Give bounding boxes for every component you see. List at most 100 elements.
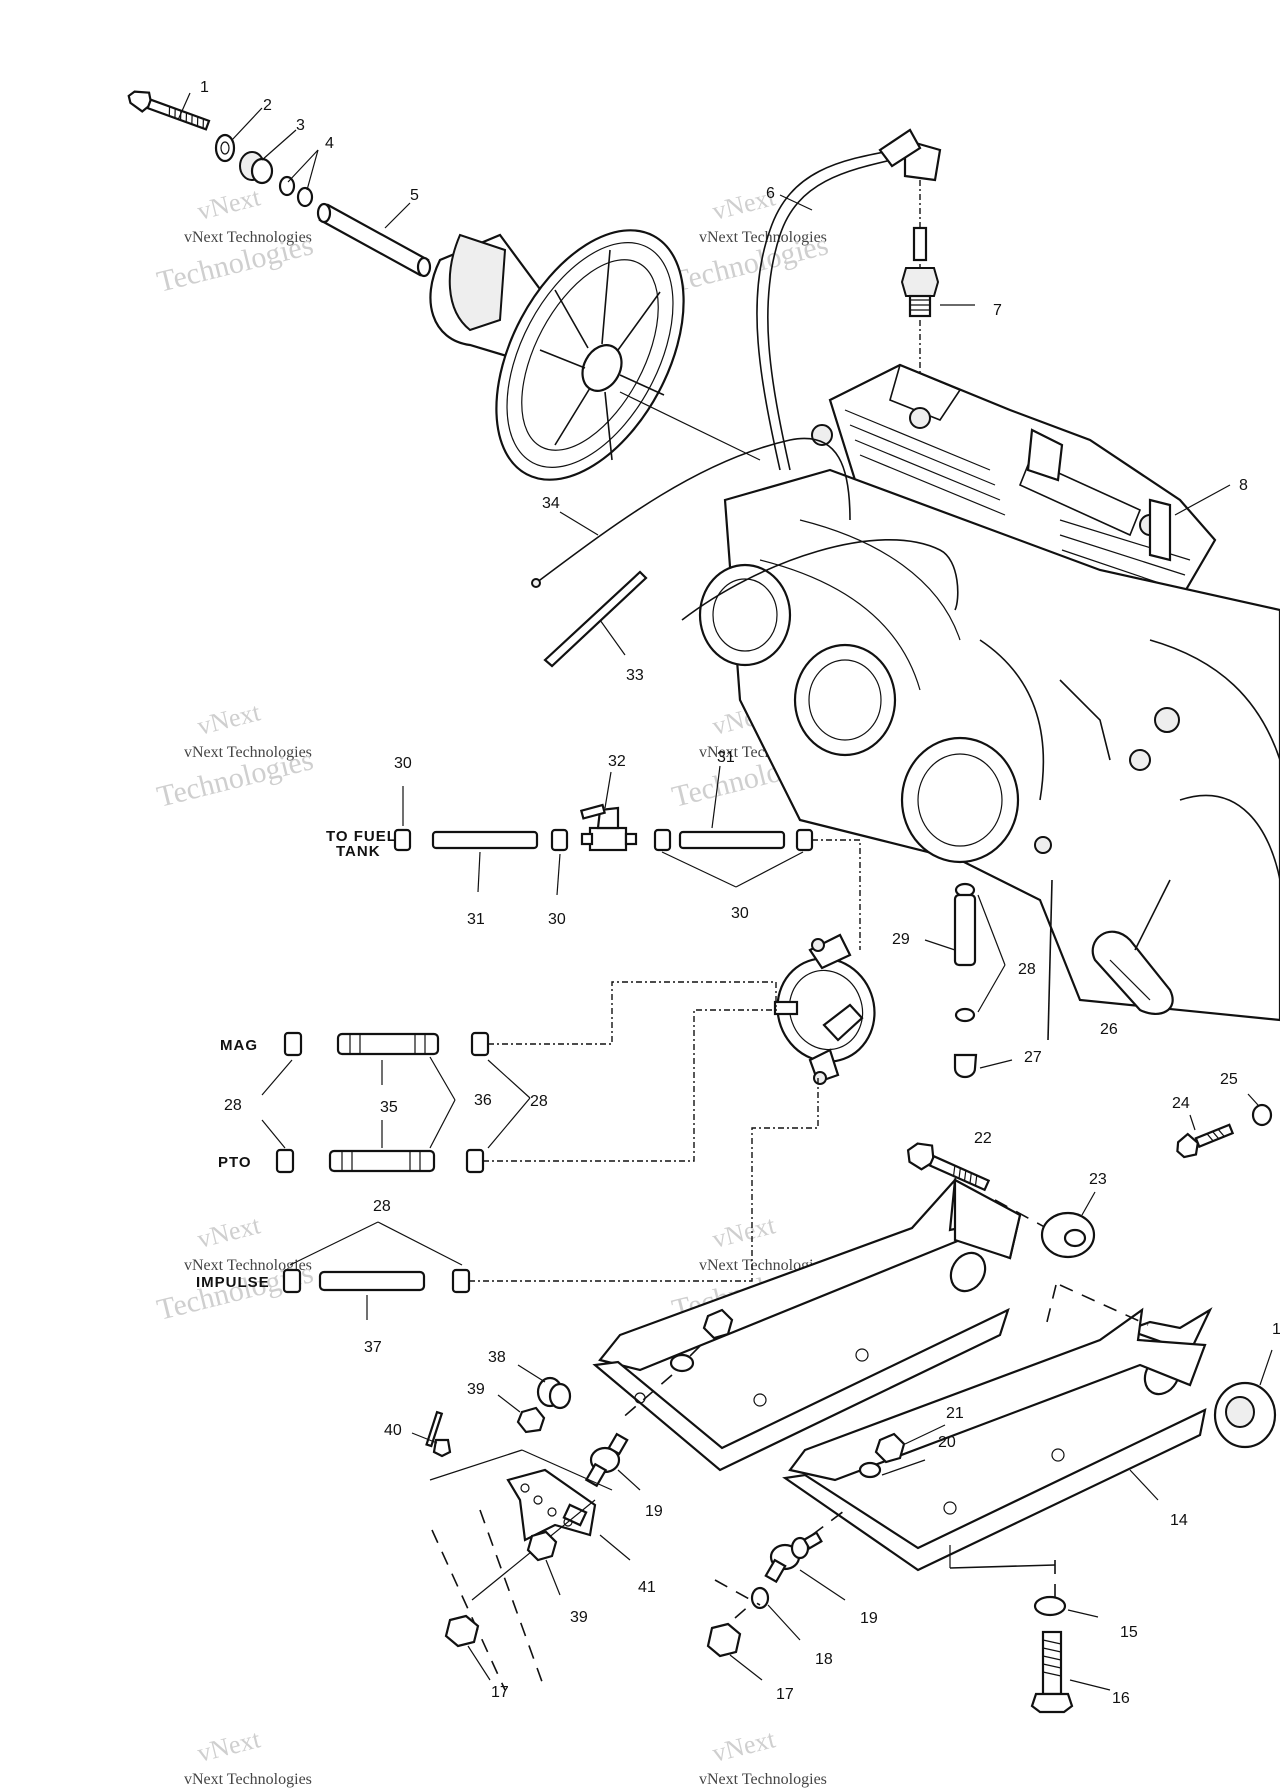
callout-7: 7 <box>993 302 1002 319</box>
mount-stud-19b <box>764 1531 823 1584</box>
callout-16: 16 <box>1112 1690 1130 1707</box>
o-ring-4b <box>296 186 314 208</box>
callout-6: 6 <box>766 185 775 202</box>
callout-38: 38 <box>488 1349 506 1366</box>
callout-30-mid: 30 <box>548 911 566 928</box>
callout-21: 21 <box>946 1405 964 1422</box>
watermark-line: vNext Technologies <box>184 229 312 246</box>
mount-stud-19a <box>584 1432 629 1488</box>
callout-35: 35 <box>380 1099 398 1116</box>
callout-15: 15 <box>1120 1624 1138 1641</box>
callout-33: 33 <box>626 667 644 684</box>
watermark-top: vNext <box>194 182 263 226</box>
callout-5: 5 <box>410 187 419 204</box>
fuel-valve-32 <box>579 803 638 852</box>
callout-17-right: 17 <box>776 1686 794 1703</box>
spark-plug-assembly <box>756 128 975 471</box>
nut-21 <box>874 1432 906 1464</box>
fuel-line-row <box>393 765 861 950</box>
callout-8: 8 <box>1239 477 1248 494</box>
watermark-line: vNext Technologies <box>184 744 312 761</box>
o-ring-4a <box>278 175 296 197</box>
watermark-top: vNext <box>709 1210 778 1254</box>
callout-numbers: 1 2 3 4 5 6 7 8 14 15 16 17 17 18 19 19 … <box>200 79 1280 1707</box>
pulse-hose-29 <box>924 879 1053 1079</box>
callout-19-right: 19 <box>860 1610 878 1627</box>
watermark-2: vNext vNext Technologies Technologies <box>669 182 832 299</box>
callout-28-right: 28 <box>530 1093 548 1110</box>
watermark-top: vNext <box>709 1724 778 1768</box>
strap-33 <box>543 570 648 668</box>
shaft-5 <box>316 202 432 278</box>
callout-4: 4 <box>325 135 334 152</box>
label-tank: TANK <box>336 843 381 860</box>
watermark-8: vNext vNext Technologies <box>699 1724 827 1788</box>
callout-28-hose: 28 <box>1018 961 1036 978</box>
watermark-line: vNext Technologies <box>184 1771 312 1788</box>
callout-24: 24 <box>1172 1095 1190 1112</box>
bolt-22 <box>906 1142 991 1192</box>
callout-23: 23 <box>1089 1171 1107 1188</box>
callout-37: 37 <box>364 1339 382 1356</box>
callout-19-left: 19 <box>645 1503 663 1520</box>
callout-1-right: 1 <box>1272 1321 1280 1338</box>
callout-28-left: 28 <box>224 1097 242 1114</box>
spacer-3 <box>239 151 274 185</box>
callout-32: 32 <box>608 753 626 770</box>
watermark-group: vNext vNext Technologies Technologies vN… <box>154 182 832 1788</box>
callout-31-right: 31 <box>717 749 735 766</box>
engine-mounts <box>592 1093 1277 1714</box>
nut-39a <box>516 1406 546 1434</box>
washer-2 <box>214 133 236 163</box>
callout-3: 3 <box>296 117 305 134</box>
text-labels: TO FUEL TANK MAG PTO IMPULSE <box>196 828 396 1291</box>
nut-top <box>702 1308 734 1340</box>
watermark-1: vNext vNext Technologies Technologies <box>154 182 317 299</box>
callout-30-right: 30 <box>731 905 749 922</box>
bolt-24 <box>1176 1123 1235 1159</box>
callout-31-left: 31 <box>467 911 485 928</box>
callout-40: 40 <box>384 1422 402 1439</box>
callout-36: 36 <box>474 1092 492 1109</box>
callout-20: 20 <box>938 1434 956 1451</box>
washer-15 <box>1033 1595 1067 1617</box>
washer-25 <box>1251 1103 1273 1127</box>
callout-30-left: 30 <box>394 755 412 772</box>
watermark-line: vNext Technologies <box>184 1257 312 1274</box>
engine-block <box>531 363 1280 1022</box>
callout-2: 2 <box>263 97 272 114</box>
callout-39-bottom: 39 <box>570 1609 588 1626</box>
label-impulse: IMPULSE <box>196 1274 270 1291</box>
callout-28-impulse: 28 <box>373 1198 391 1215</box>
spark-plug-7 <box>900 226 940 318</box>
fuel-pump <box>773 933 876 1085</box>
washer-18 <box>750 1586 770 1610</box>
watermark-top: vNext <box>194 697 263 741</box>
watermark-7: vNext vNext Technologies <box>184 1724 312 1788</box>
callout-14: 14 <box>1170 1512 1188 1529</box>
nut-17a <box>444 1614 480 1648</box>
callout-29: 29 <box>892 931 910 948</box>
callout-39-top: 39 <box>467 1381 485 1398</box>
callout-25: 25 <box>1220 1071 1238 1088</box>
label-pto: PTO <box>218 1154 252 1171</box>
bolt-1 <box>127 90 211 131</box>
callout-27: 27 <box>1024 1049 1042 1066</box>
callout-41: 41 <box>638 1579 656 1596</box>
watermark-3: vNext vNext Technologies Technologies <box>154 697 317 814</box>
label-mag: MAG <box>220 1037 258 1054</box>
drive-clutch <box>429 229 761 481</box>
bolt-16 <box>1030 1630 1074 1714</box>
callout-17-left: 17 <box>491 1684 509 1701</box>
watermark-5: vNext vNext Technologies Technologies <box>154 1210 317 1327</box>
drive-clutch-hardware <box>127 90 432 278</box>
watermark-line: vNext Technologies <box>699 1771 827 1788</box>
watermark-top: vNext <box>194 1724 263 1768</box>
callout-34: 34 <box>542 495 560 512</box>
watermark-top: vNext <box>194 1210 263 1254</box>
nut-17b <box>706 1622 742 1658</box>
left-mount-hardware <box>411 1308 734 1691</box>
pulse-fittings <box>261 981 819 1320</box>
callout-22: 22 <box>974 1130 992 1147</box>
